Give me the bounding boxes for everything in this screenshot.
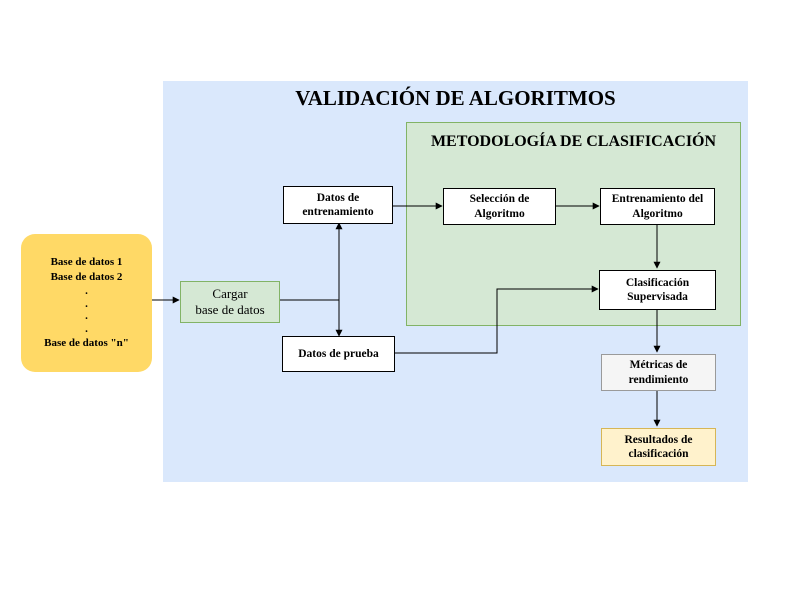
ellipsis-dot-2: . [85,297,88,310]
performance-metrics-node: Métricas de rendimiento [601,354,716,391]
methodology-title: METODOLOGÍA DE CLASIFICACIÓN [430,133,717,150]
diagram-title: VALIDACIÓN DE ALGORITMOS [295,86,616,110]
classification-results-node: Resultados de clasificación [601,428,716,466]
test-data-node: Datos de prueba [282,336,395,372]
source-item-2: Base de datos 2 [50,271,123,284]
database-sources-box: Base de datos 1 Base de datos 2 . . . . … [21,234,152,372]
load-database-node: Cargar base de datos [180,281,280,323]
algorithm-training-node: Entrenamiento del Algoritmo [600,188,715,225]
ellipsis-dot-3: . [85,310,88,323]
arrow-load-to-train-data [280,222,343,301]
arrow-load-to-test-data [280,299,343,337]
training-data-node: Datos de entrenamiento [283,186,393,224]
algorithm-selection-node: Selección de Algoritmo [443,188,556,225]
supervised-classification-node: Clasificación Supervisada [599,270,716,310]
arrow-test-data-to-classification [395,285,599,354]
source-item-n: Base de datos "n" [44,336,129,349]
ellipsis-dot-4: . [85,323,88,336]
ellipsis-dot-1: . [85,285,88,298]
source-item-1: Base de datos 1 [50,256,123,269]
